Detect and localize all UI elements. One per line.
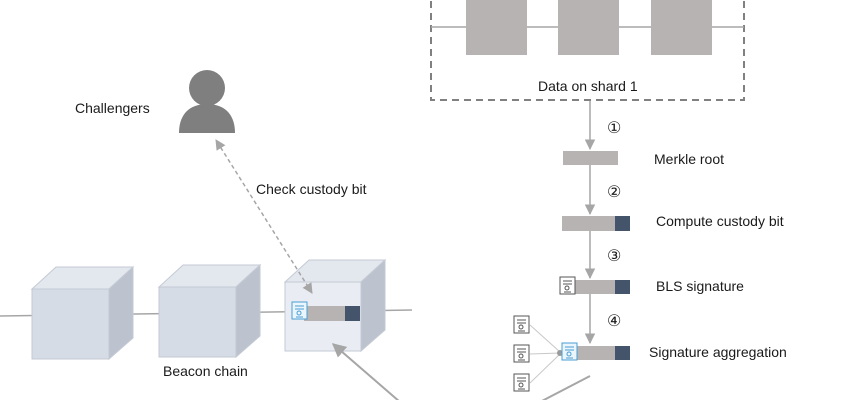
signature-aggregation-label: Signature aggregation (649, 344, 787, 360)
check-custody-arrow (215, 139, 313, 294)
signature-aggregation-group (513, 315, 630, 400)
beacon-block-1 (30, 265, 135, 361)
merkle-root-label: Merkle root (654, 151, 725, 167)
shard-data-container (430, 0, 745, 101)
custody-bit-bar (562, 216, 630, 231)
certificate-icon (561, 342, 578, 361)
certificate-icon (291, 301, 308, 320)
certificate-icon (513, 315, 530, 334)
compute-custody-bit-label: Compute custody bit (656, 213, 784, 229)
bls-signature-bar (559, 276, 630, 295)
bls-signature-label: BLS signature (656, 278, 744, 294)
merkle-root-bar (563, 151, 618, 165)
step-4-marker: ④ (607, 313, 622, 330)
step-3-marker: ③ (607, 248, 622, 265)
challengers-label: Challengers (75, 100, 150, 116)
certificate-icon (513, 373, 530, 392)
certificate-icon (559, 276, 576, 295)
shard-block-3 (651, 0, 712, 55)
beacon-block-2 (157, 263, 262, 359)
shard-block-1 (466, 0, 527, 55)
check-custody-bit-label: Check custody bit (256, 181, 367, 197)
step-1-marker: ① (607, 120, 622, 137)
submit-arrow (331, 343, 400, 400)
step-2-marker: ② (607, 184, 622, 201)
beacon-chain-label: Beacon chain (163, 363, 248, 379)
beacon-block-3 (283, 258, 387, 353)
certificate-icon (513, 344, 530, 363)
shard-block-2 (558, 0, 619, 55)
data-on-shard-label: Data on shard 1 (538, 78, 638, 94)
person-icon (179, 70, 235, 133)
